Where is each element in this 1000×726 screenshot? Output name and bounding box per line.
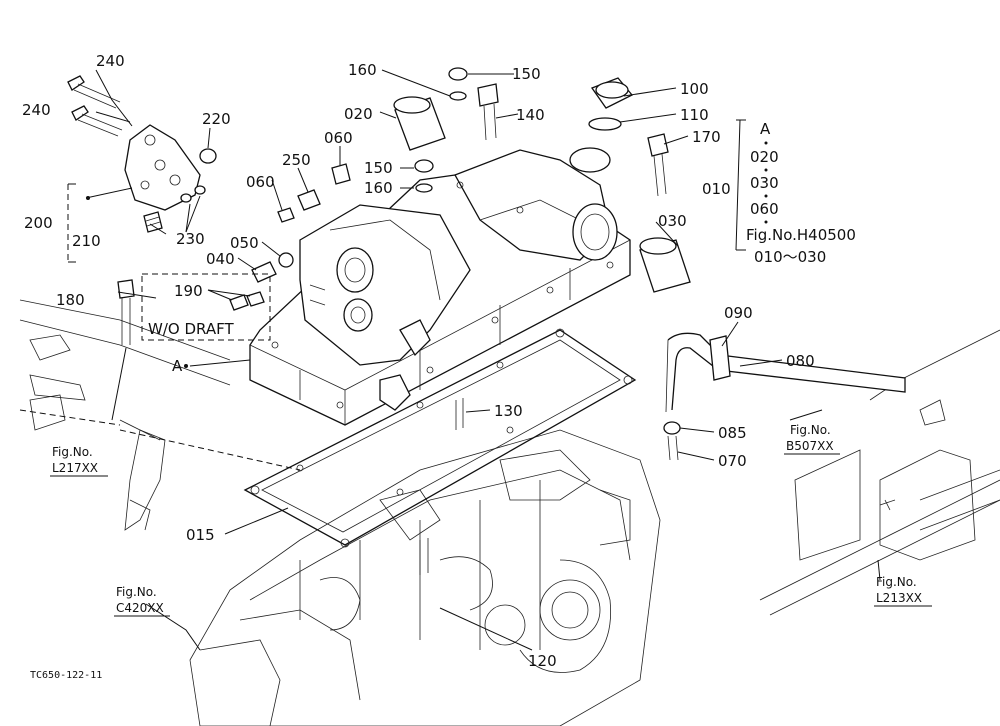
callout-240b: 240: [22, 101, 51, 119]
bushing-020: [393, 96, 446, 151]
callout-200: 200: [24, 214, 53, 232]
callout-050: 050: [230, 234, 259, 252]
callout-150b: 150: [364, 159, 393, 177]
wo-draft-box: [141, 273, 271, 341]
bolts-240: [67, 75, 123, 137]
callout-120: 120: [528, 652, 557, 670]
callout-060b: 060: [246, 173, 275, 191]
callout-240a: 240: [96, 52, 125, 70]
fig-ref-c420-line1: Fig.No.: [116, 585, 157, 599]
callout-170: 170: [692, 128, 721, 146]
callout-140: 140: [516, 106, 545, 124]
fig-ref-b507-line2: B507XX: [786, 439, 834, 453]
assembly-010-group: 010 A 020 030 060 Fig.No.H40500 010～030: [702, 120, 856, 266]
callout-150a: 150: [512, 65, 541, 83]
callout-070: 070: [718, 452, 747, 470]
leader-lines: [67, 69, 881, 651]
assembly-010-label: 010: [702, 180, 731, 198]
fig-ref-l217-line2: L217XX: [52, 461, 98, 475]
callout-130: 130: [494, 402, 523, 420]
callout-230: 230: [176, 230, 205, 248]
o-rings-230: [180, 185, 206, 203]
assembly-item-fig: Fig.No.H40500: [746, 226, 856, 244]
wo-draft-note: W/O DRAFT: [148, 320, 234, 338]
fig-ref-l217-line1: Fig.No.: [52, 445, 93, 459]
dot-marker: [184, 364, 188, 368]
bushing-030: [639, 237, 691, 293]
valve-bracket-200: [124, 124, 201, 211]
left-frame: [19, 299, 301, 531]
dot-marker: [764, 220, 768, 224]
callout-080: 080: [786, 352, 815, 370]
callout-015: 015: [186, 526, 215, 544]
studs: [419, 398, 464, 575]
callout-160a: 160: [348, 61, 377, 79]
gasket-015: [243, 328, 637, 548]
fig-ref-l213-line1: Fig.No.: [876, 575, 917, 589]
callout-060a: 060: [324, 129, 353, 147]
assembly-item-030: 030: [750, 174, 779, 192]
ring-110: [588, 117, 622, 131]
plug-210: [143, 211, 163, 233]
assembly-item-060: 060: [750, 200, 779, 218]
bolt-170: [647, 133, 669, 197]
drawing-code: TC650-122-11: [30, 670, 102, 681]
nuts-150-160: [414, 67, 468, 193]
fig-ref-c420-line2: C420XX: [116, 601, 164, 615]
callout-090: 090: [724, 304, 753, 322]
callout-160b: 160: [364, 179, 393, 197]
callout-110: 110: [680, 106, 709, 124]
transmission-case: [189, 429, 661, 726]
callout-labels: 240 240 220 200 210 230 160 150 020 140 …: [22, 52, 815, 670]
callout-100: 100: [680, 80, 709, 98]
callout-020: 020: [344, 105, 373, 123]
callout-085: 085: [718, 424, 747, 442]
callout-180: 180: [56, 291, 85, 309]
bolt-140: [477, 83, 499, 141]
dot-marker: [764, 194, 768, 198]
callout-A: A: [172, 357, 183, 375]
lift-housing: [249, 147, 631, 426]
fig-ref-l217: Fig.No. L217XX: [50, 445, 108, 477]
fig-ref-l213-line2: L213XX: [876, 591, 922, 605]
dot-marker: [764, 141, 768, 145]
fig-ref-b507: Fig.No. B507XX: [784, 423, 840, 455]
dot-marker: [86, 196, 90, 200]
assembly-item-a: A: [760, 120, 771, 138]
callout-030: 030: [658, 212, 687, 230]
fig-ref-b507-line1: Fig.No.: [790, 423, 831, 437]
cap-100: [590, 77, 634, 109]
fig-ref-c420: Fig.No. C420XX: [114, 585, 170, 617]
assembly-item-range: 010～030: [754, 248, 826, 266]
dot-marker: [764, 168, 768, 172]
callout-210: 210: [72, 232, 101, 250]
fig-ref-l213: Fig.No. L213XX: [874, 575, 932, 607]
pipe-080: [663, 332, 906, 461]
assembly-item-020: 020: [750, 148, 779, 166]
callout-040: 040: [206, 250, 235, 268]
small-parts: [117, 163, 351, 345]
o-ring-220: [199, 148, 217, 164]
callout-250: 250: [282, 151, 311, 169]
callout-220: 220: [202, 110, 231, 128]
callout-190: 190: [174, 282, 203, 300]
